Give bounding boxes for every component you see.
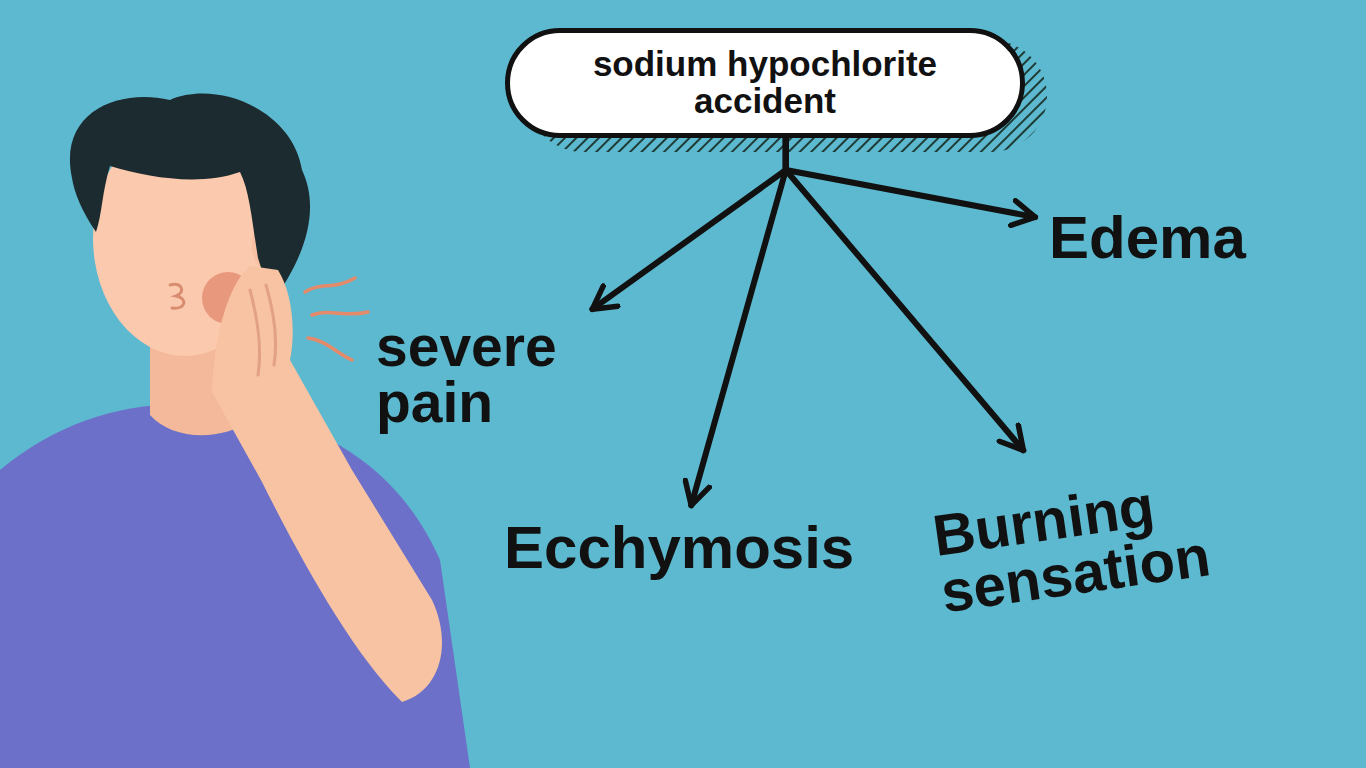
symptom-text: severe pain	[376, 319, 626, 431]
arrow-connector	[691, 138, 786, 505]
symptom-label: severe pain	[372, 315, 630, 435]
symptom-text: Edema	[1049, 209, 1246, 268]
arrow-connector	[786, 138, 1035, 217]
symptom-label: Ecchymosis	[500, 515, 858, 582]
arrow-connector	[786, 138, 1024, 450]
title-pill: sodium hypochlorite accident	[505, 28, 1025, 138]
title-text: sodium hypochlorite accident	[545, 46, 985, 120]
symptom-text: Burning sensation	[930, 462, 1273, 620]
pain-lines	[305, 278, 368, 360]
mouth	[170, 284, 184, 308]
symptom-label: Edema	[1045, 205, 1250, 272]
fingers	[250, 285, 276, 375]
symptom-label: Burning sensation	[925, 458, 1277, 626]
symptom-text: Ecchymosis	[504, 519, 854, 578]
